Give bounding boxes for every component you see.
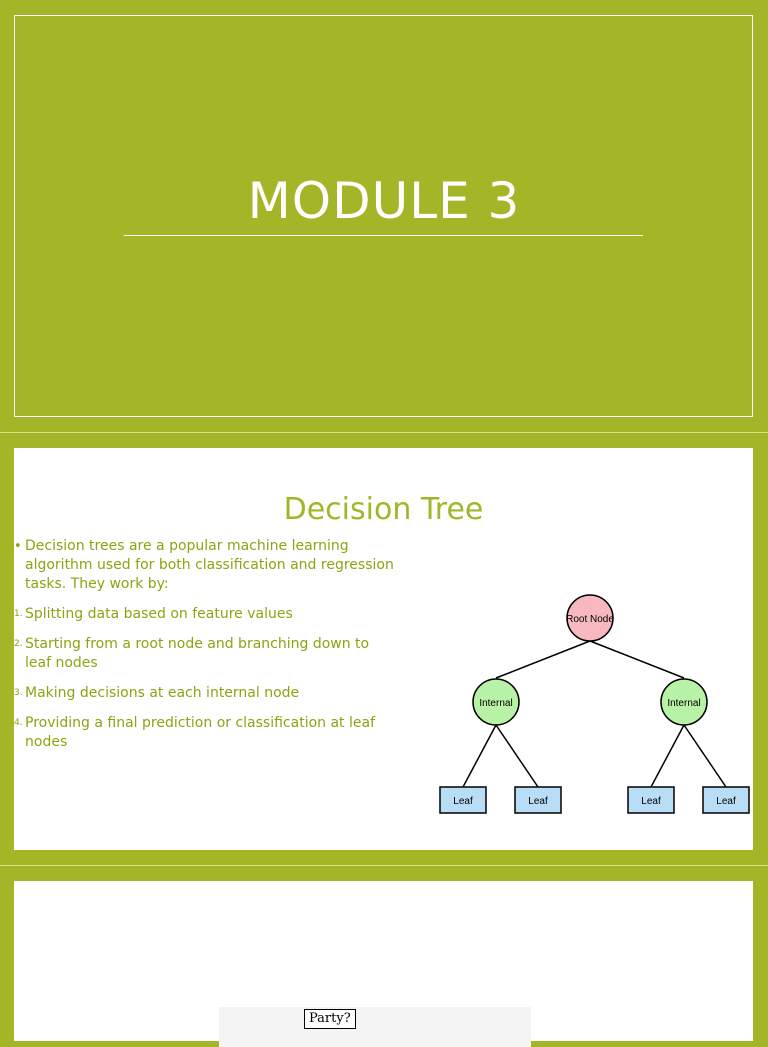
- slide-image: [219, 1007, 531, 1047]
- list-marker: 4.: [14, 718, 23, 728]
- slide-separator: [0, 865, 768, 866]
- internal-node-label: Internal: [667, 698, 700, 709]
- internal-node: Internal: [472, 678, 520, 726]
- list-item: 1. Splitting data based on feature value…: [14, 605, 394, 624]
- bullet-text: Decision trees are a popular machine lea…: [25, 538, 394, 592]
- bullet-marker: •: [14, 539, 22, 554]
- next-slide: Party?: [14, 881, 753, 1047]
- list-marker: 2.: [14, 639, 23, 649]
- slide-frame: [14, 15, 753, 417]
- bullet-intro: • Decision trees are a popular machine l…: [14, 537, 394, 594]
- bullet-list: • Decision trees are a popular machine l…: [14, 537, 394, 763]
- leaf-node: Leaf: [439, 786, 487, 814]
- slide-heading: Decision Tree: [283, 492, 484, 527]
- leaf-node-label: Leaf: [528, 796, 548, 807]
- tree-node-box: Party?: [304, 1009, 356, 1029]
- decision-tree-slide: Decision Tree • Decision trees are a pop…: [14, 448, 753, 850]
- leaf-node: Leaf: [627, 786, 675, 814]
- list-item: 2. Starting from a root node and branchi…: [14, 635, 394, 673]
- leaf-node-label: Leaf: [641, 796, 661, 807]
- internal-node: Internal: [660, 678, 708, 726]
- list-text: Splitting data based on feature values: [25, 606, 293, 622]
- leaf-node: Leaf: [702, 786, 750, 814]
- list-marker: 3.: [14, 688, 23, 698]
- slide-title: MODULE 3: [247, 172, 521, 230]
- list-item: 4. Providing a final prediction or class…: [14, 714, 394, 752]
- internal-node-label: Internal: [479, 698, 512, 709]
- leaf-node-label: Leaf: [453, 796, 473, 807]
- root-node-label: Root Node: [566, 614, 614, 625]
- slide-separator: [0, 432, 768, 433]
- title-slide: MODULE 3: [0, 0, 768, 432]
- list-marker: 1.: [14, 609, 23, 619]
- list-text: Providing a final prediction or classifi…: [25, 715, 376, 750]
- leaf-node-label: Leaf: [716, 796, 736, 807]
- title-underline: [124, 235, 643, 236]
- list-item: 3. Making decisions at each internal nod…: [14, 684, 394, 703]
- slide-edge-strip: [753, 582, 768, 818]
- leaf-node: Leaf: [514, 786, 562, 814]
- list-text: Making decisions at each internal node: [25, 685, 300, 701]
- tree-edges: [462, 640, 727, 788]
- decision-tree-diagram: Root Node Internal Internal Leaf Leaf Le…: [439, 594, 750, 814]
- root-node: Root Node: [566, 594, 614, 642]
- list-text: Starting from a root node and branching …: [25, 636, 370, 671]
